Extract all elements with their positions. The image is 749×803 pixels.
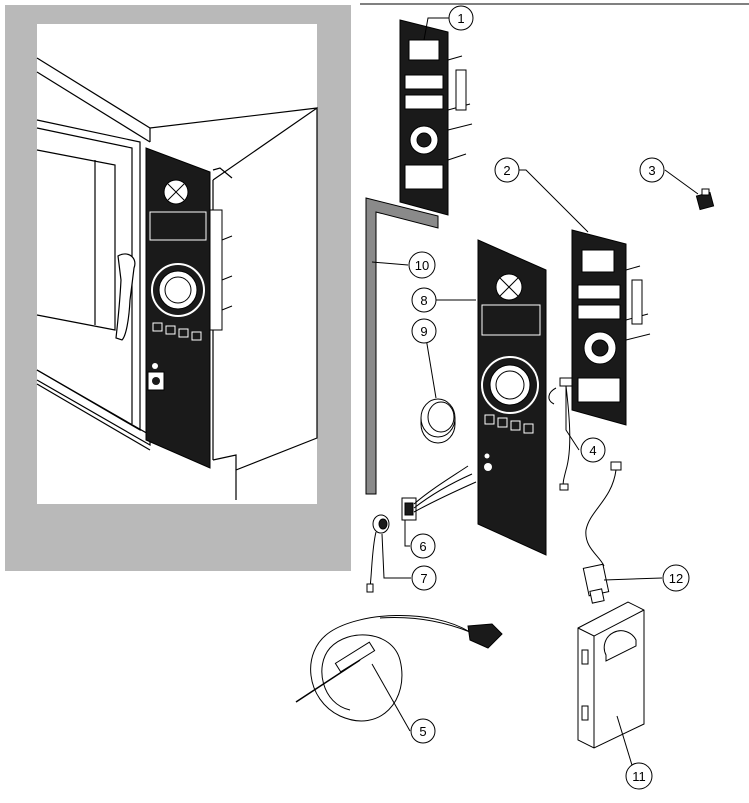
callout-5: 5 (410, 718, 436, 744)
probe-socket (401, 465, 477, 521)
callout-1: 1 (448, 5, 474, 31)
svg-text:3: 3 (648, 163, 655, 178)
svg-text:1: 1 (457, 11, 464, 26)
oven-inset (5, 5, 351, 571)
core-probe (295, 614, 503, 722)
control-board-right (571, 229, 651, 426)
callout-8: 8 (411, 287, 437, 313)
svg-text:2: 2 (503, 163, 510, 178)
temperature-sensor (366, 514, 390, 593)
callout-6: 6 (410, 533, 436, 559)
panel-gasket (365, 197, 439, 495)
svg-text:6: 6 (419, 539, 426, 554)
svg-text:7: 7 (420, 571, 427, 586)
svg-text:10: 10 (415, 258, 429, 273)
door-handle (115, 253, 136, 341)
callouts: 1 2 3 4 5 6 7 8 (408, 5, 690, 790)
front-control-panel (477, 239, 547, 556)
callout-4: 4 (580, 437, 606, 463)
callout-2: 2 (494, 157, 520, 183)
callout-3: 3 (639, 157, 665, 183)
svg-text:5: 5 (419, 724, 426, 739)
callout-7: 7 (411, 565, 437, 591)
svg-text:4: 4 (589, 443, 596, 458)
callout-11: 11 (625, 762, 653, 790)
manual-booklet (577, 601, 645, 749)
oven-control-panel (145, 147, 233, 469)
callout-10: 10 (408, 251, 436, 279)
small-switch (695, 188, 715, 211)
usb-cable (582, 461, 622, 604)
svg-text:8: 8 (420, 293, 427, 308)
control-knob (420, 398, 456, 444)
svg-text:11: 11 (632, 769, 646, 784)
callout-9: 9 (411, 318, 437, 344)
svg-text:12: 12 (669, 571, 683, 586)
callout-12: 12 (662, 564, 690, 592)
control-board-upper (399, 19, 473, 216)
svg-text:9: 9 (420, 324, 427, 339)
